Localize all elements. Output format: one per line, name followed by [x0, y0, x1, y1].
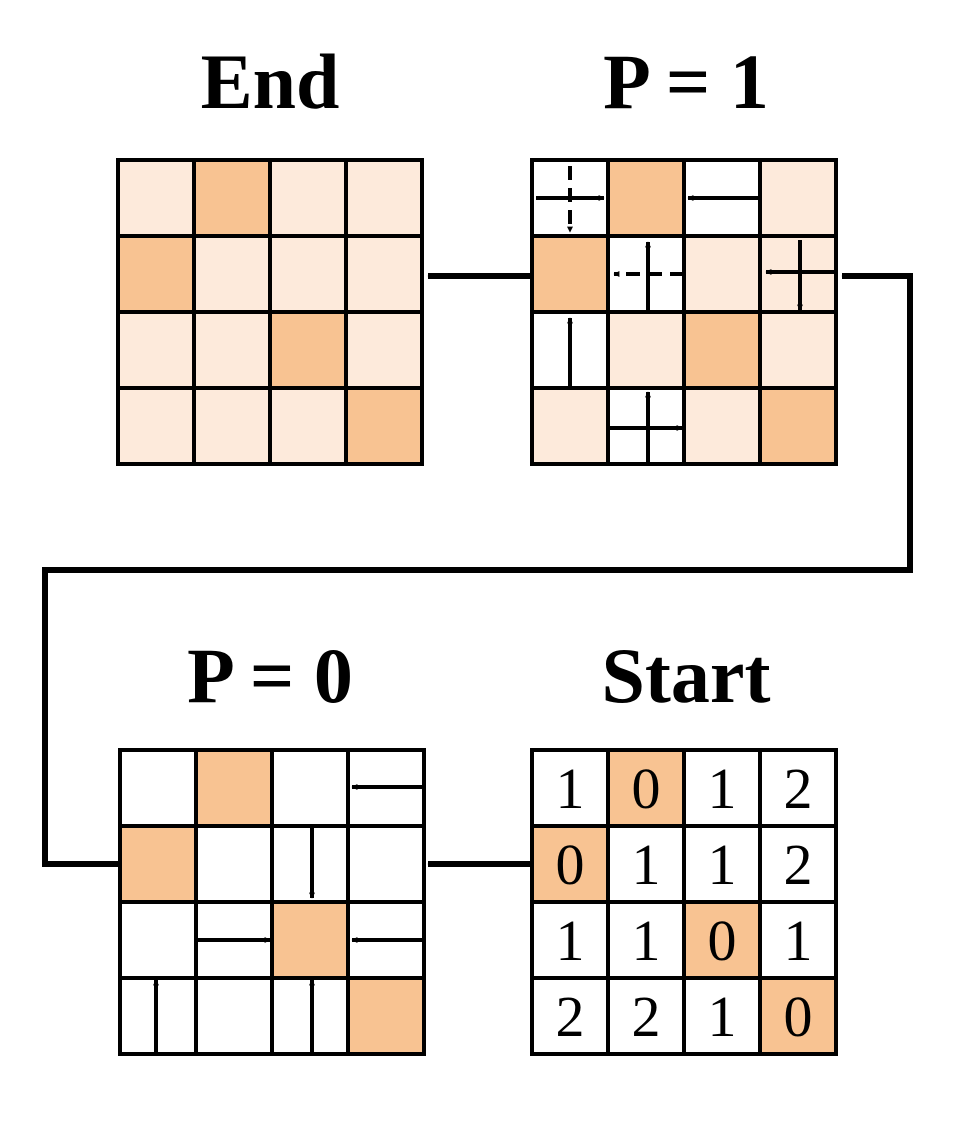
start-cell-value-r3-c1: 2 — [632, 984, 661, 1049]
panel-title-start: Start — [602, 632, 771, 719]
start-cell-value-r0-c2: 1 — [708, 756, 737, 821]
end-cell-r2-c2 — [268, 310, 348, 390]
start-cell-value-r1-c0: 0 — [556, 832, 585, 897]
p1-cell-r2-c3 — [758, 310, 838, 390]
grid-p1 — [530, 158, 838, 466]
start-cell-r1-c3 — [758, 824, 838, 904]
p1-cell-r1-c2 — [682, 234, 762, 314]
start-cell-value-r1-c2: 1 — [708, 832, 737, 897]
start-cell-value-r3-c0: 2 — [556, 984, 585, 1049]
p1-cell-r3-c3 — [758, 386, 838, 466]
p0-cell-r2-c0 — [118, 900, 198, 980]
start-cell-value-r0-c1: 0 — [632, 756, 661, 821]
end-cell-r0-c2 — [268, 158, 348, 238]
p1-cell-r3-c0 — [530, 386, 610, 466]
grid-end — [116, 158, 424, 466]
start-cell-r3-c3 — [758, 976, 838, 1056]
p0-cell-r1-c0 — [118, 824, 198, 904]
p1-cell-r2-c1 — [606, 310, 686, 390]
p1-cell-r0-c3 — [758, 158, 838, 238]
start-cell-value-r2-c2: 0 — [708, 908, 737, 973]
p0-arrows — [153, 784, 424, 1052]
start-cell-r0-c3 — [758, 748, 838, 828]
start-cell-value-r1-c3: 2 — [784, 832, 813, 897]
p0-cell-r0-c2 — [270, 748, 350, 828]
end-cell-r3-c2 — [268, 386, 348, 466]
start-cell-value-r2-c0: 1 — [556, 908, 585, 973]
p0-cell-r2-c2 — [270, 900, 350, 980]
end-cell-r2-c1 — [192, 310, 272, 390]
end-cell-r0-c0 — [116, 158, 196, 238]
start-cell-r3-c2 — [682, 976, 762, 1056]
end-cell-r2-c3 — [344, 310, 424, 390]
panel-title-p1: P = 1 — [603, 38, 769, 125]
p1-arrows — [536, 166, 834, 464]
p0-cell-r1-c3 — [346, 824, 426, 904]
start-cell-r2-c3 — [758, 900, 838, 980]
p0-cell-r0-c0 — [118, 748, 198, 828]
end-cell-r1-c0 — [116, 234, 196, 314]
end-cell-r3-c3 — [344, 386, 424, 466]
grid-p0 — [118, 748, 426, 1056]
start-cell-r2-c2 — [682, 900, 762, 980]
end-cell-r0-c3 — [344, 158, 424, 238]
p1-cell-r1-c0 — [530, 234, 610, 314]
start-cell-value-r3-c3: 0 — [784, 984, 813, 1049]
start-cell-value-r2-c3: 1 — [784, 908, 813, 973]
panel-title-p0: P = 0 — [187, 632, 353, 719]
end-cell-r3-c0 — [116, 386, 196, 466]
start-cell-value-r1-c1: 1 — [632, 832, 661, 897]
end-cell-r1-c1 — [192, 234, 272, 314]
p0-cell-r3-c1 — [194, 976, 274, 1056]
panel-title-end: End — [201, 38, 340, 125]
end-cell-r0-c1 — [192, 158, 272, 238]
end-cell-r1-c3 — [344, 234, 424, 314]
start-cell-r3-c0 — [530, 976, 610, 1056]
panel-connectors — [42, 273, 913, 867]
start-cell-value-r0-c0: 1 — [556, 756, 585, 821]
p1-cell-r3-c2 — [682, 386, 762, 466]
start-cell-r1-c2 — [682, 824, 762, 904]
end-cell-r2-c0 — [116, 310, 196, 390]
connector-p0-to-p1 — [42, 273, 913, 867]
p1-cell-r2-c2 — [682, 310, 762, 390]
end-cell-r3-c1 — [192, 386, 272, 466]
p0-cell-r1-c1 — [194, 824, 274, 904]
p0-cell-r3-c3 — [346, 976, 426, 1056]
start-cell-value-r3-c2: 1 — [708, 984, 737, 1049]
start-cell-value-r2-c1: 1 — [632, 908, 661, 973]
end-cell-r1-c2 — [268, 234, 348, 314]
start-cell-value-r0-c3: 2 — [784, 756, 813, 821]
p1-cell-r0-c1 — [606, 158, 686, 238]
p0-cell-r0-c1 — [194, 748, 274, 828]
